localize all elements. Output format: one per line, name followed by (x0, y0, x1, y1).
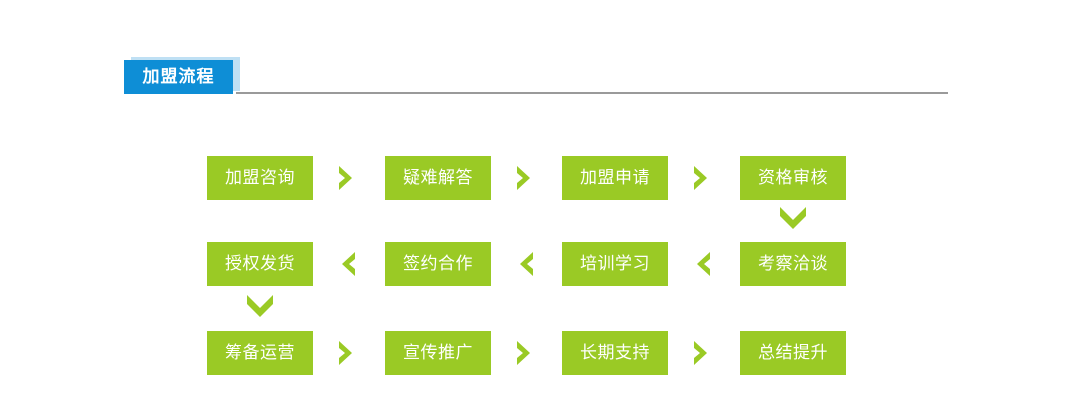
flow-node-r3c4[interactable]: 总结提升 (740, 331, 846, 375)
flow-node-r1c4[interactable]: 资格审核 (740, 156, 846, 200)
flow-node-label: 宣传推广 (403, 342, 473, 363)
page-title: 加盟流程 (142, 66, 215, 87)
flow-node-label: 授权发货 (225, 253, 295, 274)
chevron-right-icon (511, 164, 539, 192)
section-header: 加盟流程 (0, 0, 1080, 110)
flow-node-label: 资格审核 (758, 167, 828, 188)
flow-node-r1c2[interactable]: 疑难解答 (385, 156, 491, 200)
flow-node-r2c1[interactable]: 授权发货 (207, 242, 313, 286)
flow-node-r1c3[interactable]: 加盟申请 (562, 156, 668, 200)
flow-row-2: 授权发货 签约合作 培训学习 考察洽谈 (0, 242, 1080, 286)
chevron-right-icon (688, 164, 716, 192)
chevron-right-icon (511, 339, 539, 367)
flow-node-label: 加盟申请 (580, 167, 650, 188)
chevron-right-icon (333, 339, 361, 367)
flow-node-r2c2[interactable]: 签约合作 (385, 242, 491, 286)
flow-node-label: 签约合作 (403, 253, 473, 274)
flow-node-r3c3[interactable]: 长期支持 (562, 331, 668, 375)
flow-node-r2c4[interactable]: 考察洽谈 (740, 242, 846, 286)
flow-node-label: 加盟咨询 (225, 167, 295, 188)
flow-row-1: 加盟咨询 疑难解答 加盟申请 资格审核 (0, 156, 1080, 200)
flow-node-r3c1[interactable]: 筹备运营 (207, 331, 313, 375)
section-title-tab: 加盟流程 (124, 60, 233, 94)
chevron-down-icon (778, 203, 808, 231)
flow-node-label: 筹备运营 (225, 342, 295, 363)
chevron-left-icon (688, 250, 716, 278)
flow-node-label: 总结提升 (758, 342, 828, 363)
flow-node-r1c1[interactable]: 加盟咨询 (207, 156, 313, 200)
chevron-left-icon (333, 250, 361, 278)
header-divider (236, 92, 948, 94)
flow-node-label: 培训学习 (580, 253, 650, 274)
flow-node-r2c3[interactable]: 培训学习 (562, 242, 668, 286)
chevron-right-icon (333, 164, 361, 192)
flow-node-label: 考察洽谈 (758, 253, 828, 274)
chevron-down-icon (245, 291, 275, 319)
flow-node-r3c2[interactable]: 宣传推广 (385, 331, 491, 375)
flow-row-3: 筹备运营 宣传推广 长期支持 总结提升 (0, 331, 1080, 375)
chevron-left-icon (511, 250, 539, 278)
chevron-right-icon (688, 339, 716, 367)
flow-node-label: 疑难解答 (403, 167, 473, 188)
flow-node-label: 长期支持 (580, 342, 650, 363)
